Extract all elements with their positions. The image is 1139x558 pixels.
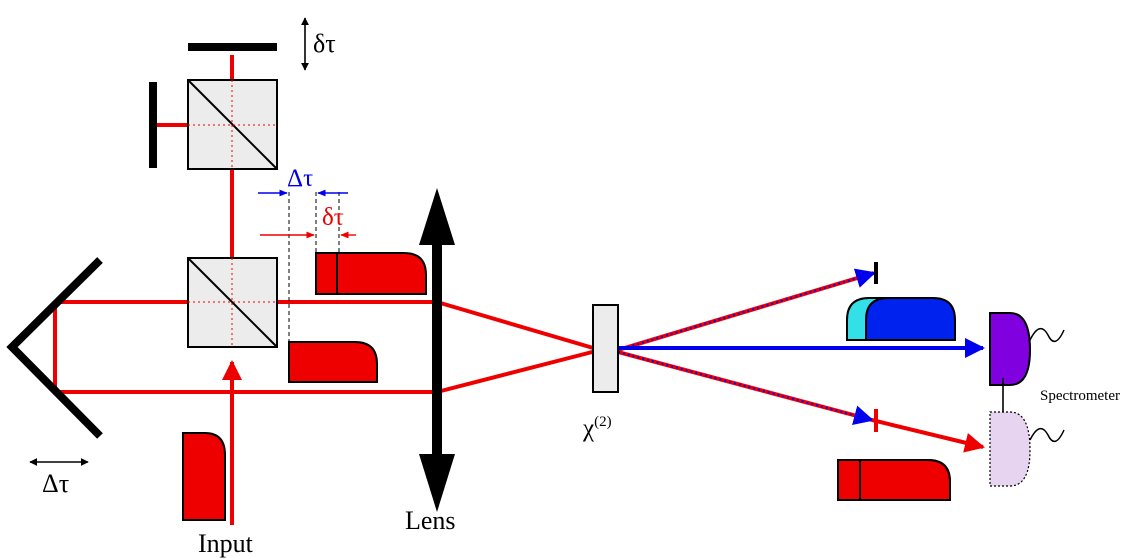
beam-out-lower-b (871, 418, 985, 453)
pulse-blue-cyan (846, 297, 956, 341)
beamsplitter-upper (187, 79, 278, 170)
spectrometer-label: Spectrometer (1040, 388, 1120, 404)
pulse-pair-upper (315, 252, 427, 295)
nonlinear-crystal-icon (592, 304, 619, 393)
lens-label: Lens (405, 506, 456, 535)
retroreflector-mirror (6, 257, 103, 439)
detector-ghost (989, 411, 1065, 487)
lens-icon (419, 188, 455, 512)
beam-focus-upper (436, 300, 601, 352)
detector-active (989, 312, 1065, 386)
delay-annotations (258, 189, 356, 345)
output-beams (617, 268, 985, 453)
delta-tau-red-label: δτ (322, 204, 344, 231)
chi-label: χ(2) (582, 414, 612, 442)
pulse-input (182, 432, 226, 521)
delta-tau-blue-label: Δτ (287, 165, 313, 192)
beamsplitter-lower (187, 257, 278, 348)
delta-tau-mirror-label: Δτ (42, 469, 69, 498)
beam-out-upper (617, 268, 876, 352)
delay-top-label: δτ (313, 29, 336, 58)
pulse-pair-lower-right (837, 459, 951, 501)
input-label: Input (198, 529, 254, 558)
beam-focus-lower (436, 348, 601, 394)
pulse-lower-arm (288, 341, 378, 383)
